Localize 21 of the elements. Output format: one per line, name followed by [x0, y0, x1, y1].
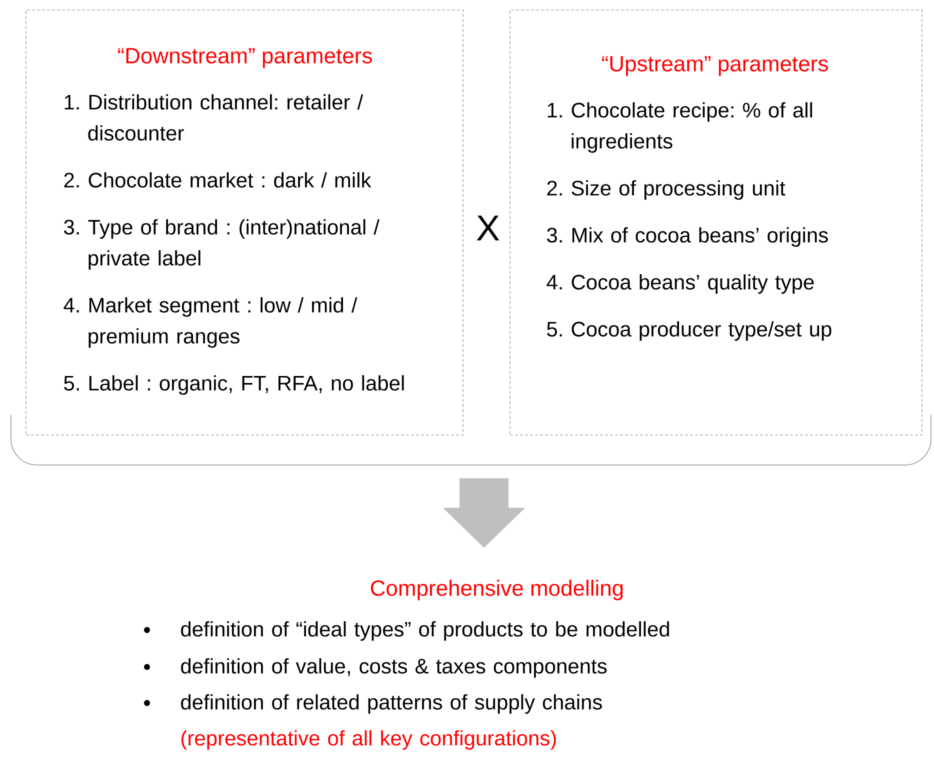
list-item: 5. Cocoa producer type/set up	[547, 321, 832, 341]
heading: “Downstream” parameters	[118, 48, 372, 68]
list-item: 3. Mix of cocoa beans’ origins	[547, 227, 828, 247]
multiply-sign: X	[476, 216, 500, 240]
bullet-item: definition of “ideal types” of products to be modelled	[181, 621, 670, 641]
bracket	[10, 414, 932, 466]
parameter-box	[510, 10, 922, 436]
bullet-item: definition of related patterns of supply chains	[181, 694, 602, 714]
bullet-item: definition of value, costs & taxes components	[181, 658, 607, 678]
list-item: 3. Type of brand : (inter)national / private label	[64, 219, 380, 270]
list-item: 1. Distribution channel: retailer / discounter	[64, 94, 364, 141]
heading: Comprehensive modelling	[370, 580, 623, 600]
list-item: 2. Size of processing unit	[547, 180, 786, 200]
heading: “Upstream” parameters	[602, 56, 828, 76]
bullet-item: (representative of all key configurations)	[182, 730, 556, 750]
list-item: 2. Chocolate market : dark / milk	[64, 172, 372, 188]
list-item: 5. Label : organic, FT, RFA, no label	[64, 375, 404, 395]
parameter-box	[26, 10, 464, 436]
list-item: 4. Cocoa beans’ quality type	[546, 274, 814, 294]
list-item: 4. Market segment : low / mid / premium ranges	[64, 297, 358, 348]
list-item: 1. Chocolate recipe: % of all ingredients	[548, 102, 812, 153]
